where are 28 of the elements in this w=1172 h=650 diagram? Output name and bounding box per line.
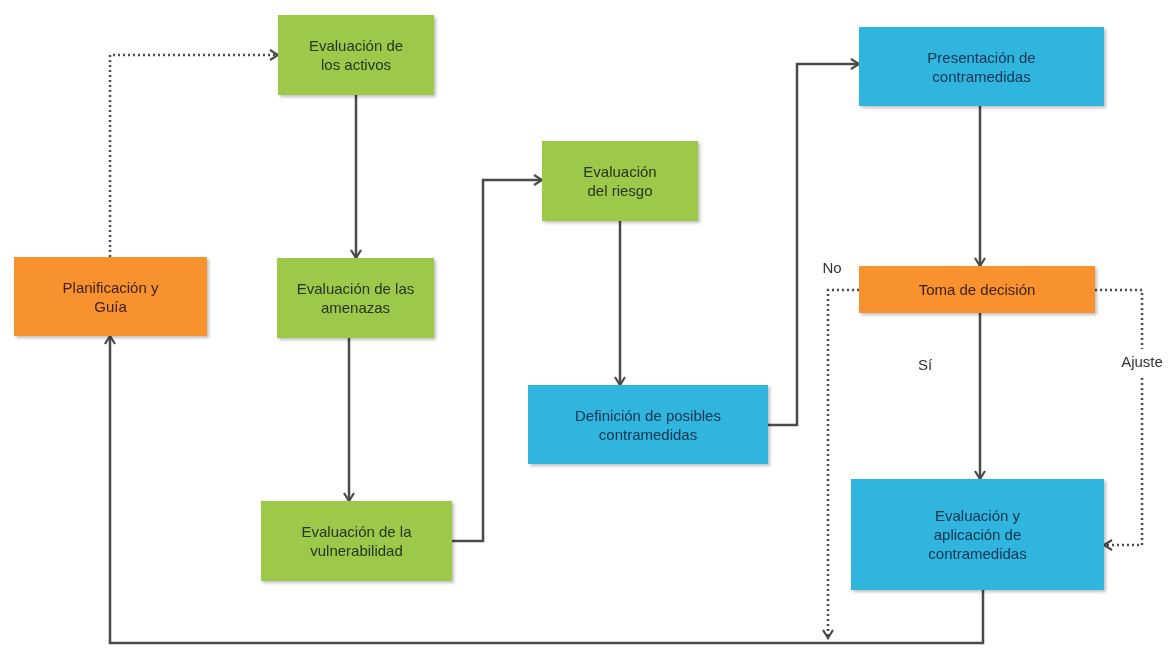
process-box: [542, 141, 698, 221]
arrow: [821, 288, 859, 640]
box-label: Toma de decisión: [918, 280, 1036, 299]
process-box: [14, 257, 207, 336]
process-box: [278, 15, 434, 95]
arrow: [973, 313, 987, 481]
process-box: [851, 479, 1104, 590]
arrow: [613, 221, 627, 387]
box-label: Definición de posibles contramedidas: [574, 405, 722, 444]
box-label: Evaluación de las amenazas: [295, 279, 416, 317]
process-box: [261, 501, 452, 581]
box-label: Evaluación y aplicación de contramedidas: [927, 506, 1028, 563]
process-box: [528, 385, 768, 464]
box-label: Presentación de contramedidas: [926, 47, 1037, 86]
process-box: [859, 27, 1104, 106]
arrow: [452, 173, 544, 543]
box-label: Evaluación del riesgo: [582, 162, 658, 200]
arrow: [342, 338, 356, 503]
process-box: [859, 266, 1095, 313]
arrow: [768, 57, 861, 427]
arrow: [103, 334, 985, 645]
box-label: Planificación y Guía: [62, 277, 159, 316]
process-box: [277, 258, 434, 338]
arrow: [973, 106, 987, 268]
arrow: [349, 95, 363, 260]
box-label: Evaluación de los activos: [307, 36, 405, 74]
box-label: Evaluación de la vulnerabilidad: [300, 522, 413, 560]
arrow: [108, 48, 280, 257]
